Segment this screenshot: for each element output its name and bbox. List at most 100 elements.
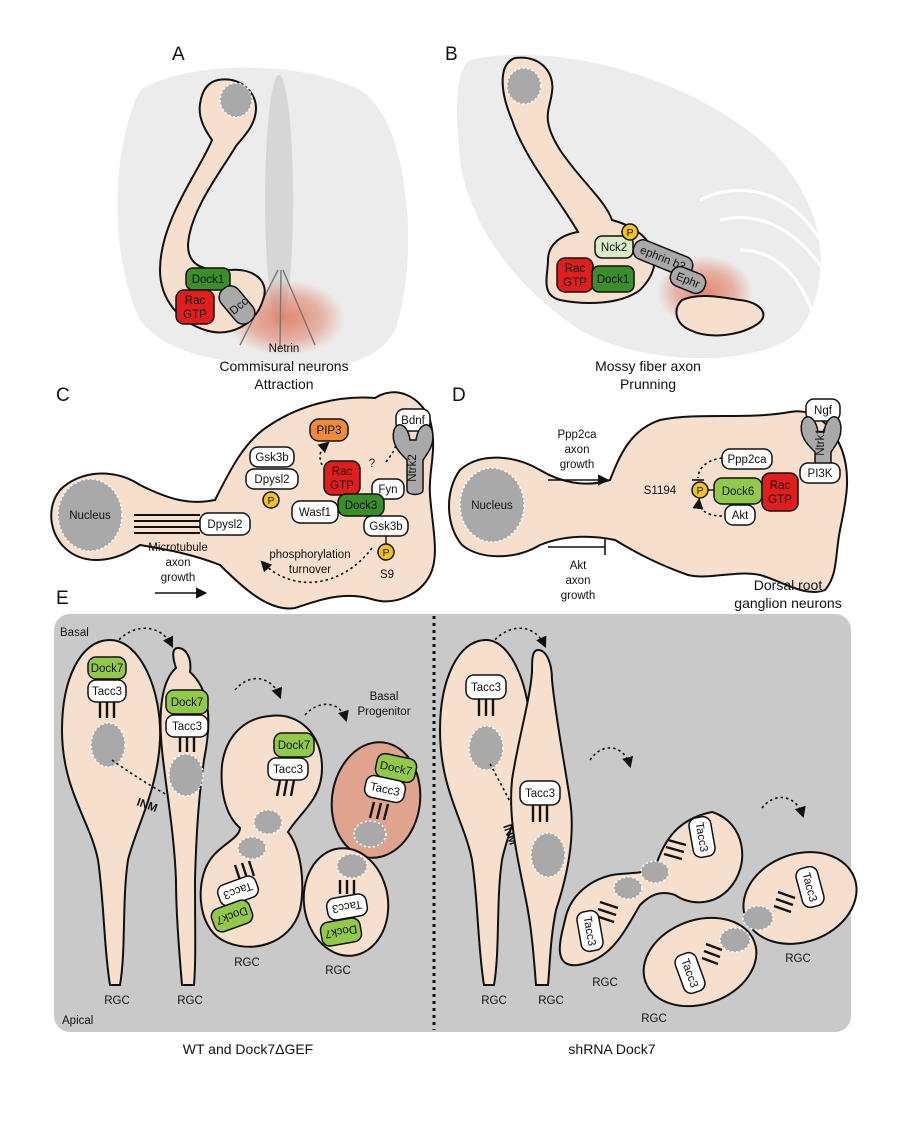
ntrk2-receptor (392, 424, 434, 496)
microtubules-cell3-bottom (233, 860, 256, 881)
progression-arrow-e2 (234, 677, 283, 700)
microtubules-cell2 (178, 737, 196, 752)
pip3-dotted-arrow (317, 441, 330, 466)
phospho-d-label: P (696, 485, 703, 497)
gsk3b-top (249, 446, 295, 468)
axon-growth-c-line2: growth (161, 572, 196, 584)
dock7-cell3-bottom (210, 899, 254, 933)
rgc-label-8: RGC (785, 953, 811, 965)
netrin-label: Netrin (269, 343, 300, 355)
apical-label: Apical (62, 1015, 93, 1027)
tacc3-shrna-5 (795, 865, 825, 909)
shrna-rgc-cell-2 (510, 648, 573, 986)
panel-letter-d: D (452, 385, 466, 406)
dock7-cell2 (165, 689, 209, 715)
akt-growth-line3: growth (561, 590, 596, 602)
phosphorylation-turnover-arrow (260, 547, 373, 584)
microtubules-shrna-2 (531, 805, 549, 822)
panel-c: C Nucleus Microtubule axon growth Dpysl2… (50, 385, 436, 610)
rgc-label-5: RGC (481, 995, 507, 1007)
nck2-label: Nck2 (601, 242, 627, 254)
nucleus-shrna-1 (468, 725, 504, 771)
dock7-cell1-label: Dock7 (91, 663, 124, 675)
basal-label: Basal (60, 627, 89, 639)
rgc-cell-1 (60, 638, 162, 986)
note-c-line1: phosphorylation (269, 549, 350, 561)
microtubules-shrna-3 (663, 838, 687, 861)
white-fibers (699, 188, 832, 321)
rac-gtp-d (761, 472, 799, 512)
commissural-neuron (158, 78, 266, 334)
dock1-b-label: Dock1 (597, 274, 630, 286)
dpysl2-top-label: Dpysl2 (254, 474, 289, 486)
wasf1-label: Wasf1 (299, 507, 331, 519)
nucleus-shrna-2 (530, 832, 566, 878)
rgc-label-9: RGC (641, 1013, 667, 1025)
microtubules-shrna-6 (701, 942, 723, 966)
tacc3-cell2-label: Tacc3 (172, 721, 202, 733)
nucleus-d (459, 467, 525, 543)
ntrk1-receptor (800, 416, 842, 468)
rgc-label-2: RGC (177, 995, 203, 1007)
progression-arrow-e5 (589, 747, 634, 769)
phospho-c-bottom-label: P (382, 547, 389, 559)
dock7-cell5 (319, 917, 363, 947)
neuron-c (50, 391, 436, 610)
tacc3-shrna-4-label: Tacc3 (580, 915, 597, 947)
ppp2ca-growth-line1: Ppp2ca (557, 429, 597, 441)
panel-e: E Basal Apical Basal Progenitor Dock7 Ta… (54, 588, 858, 1057)
nucleus-shrna-3b (613, 876, 643, 900)
panel-letter-a: A (172, 44, 185, 65)
ntrk1-label: Ntrk1 (815, 428, 827, 455)
dpysl2-bottom-label: Dpysl2 (207, 519, 242, 531)
tacc3-cell3-top (267, 757, 309, 781)
tacc3-shrna-2-label: Tacc3 (525, 788, 555, 800)
caption-a-line1: Commisural neurons (219, 358, 348, 374)
tacc3-cell3-top-label: Tacc3 (273, 764, 303, 776)
pip3-box (309, 418, 349, 442)
tacc3-shrna-3 (688, 815, 716, 859)
panel-d: D Nucleus Ppp2ca axon growth Akt axon gr… (448, 385, 849, 611)
nucleus-cell5 (336, 853, 368, 879)
phospho-c-top (262, 491, 280, 509)
microtubules-shrna-5 (773, 890, 796, 914)
nucleus-cell4 (353, 820, 387, 848)
phospho-b (621, 223, 639, 241)
microtubules-cell4 (368, 801, 390, 821)
s9-label: S9 (380, 569, 394, 581)
question-mark: ? (369, 458, 375, 470)
rac-gtp-a (175, 289, 215, 325)
caption-a-line2: Attraction (254, 376, 313, 392)
akt-growth-line1: Akt (570, 560, 587, 572)
caption-d-line2: ganglion neurons (734, 595, 841, 611)
microtubules-cell1 (98, 702, 116, 718)
ngf-box (805, 398, 841, 422)
rgc-label-6: RGC (538, 995, 564, 1007)
rgc-label-7: RGC (592, 977, 618, 989)
s1194-label: S1194 (644, 485, 677, 497)
nucleus-cell3-b (237, 836, 267, 860)
pip3-label: PIP3 (317, 425, 342, 437)
progression-arrow-e1 (111, 627, 174, 649)
rac-d-label: Rac (770, 480, 791, 492)
ppp2ca-growth-line2: axon (565, 444, 590, 456)
tacc3-cell1-label: Tacc3 (92, 686, 122, 698)
gtp-b-label: GTP (563, 277, 587, 289)
nucleus-cell1 (90, 722, 126, 768)
microtubules-shrna-1 (477, 699, 495, 716)
dock7-cell2-label: Dock7 (171, 697, 204, 709)
ppp2ca-label: Ppp2ca (727, 454, 767, 466)
nucleus-cell2 (168, 753, 204, 797)
gtp-d-label: GTP (768, 494, 792, 506)
ntrk2-label: Ntrk2 (407, 454, 419, 481)
nucleus-d-label: Nucleus (471, 500, 513, 512)
ephr-receptor (669, 265, 707, 295)
phospho-b-label: P (626, 227, 633, 239)
tacc3-cell4 (363, 774, 407, 804)
microtubules-cell3-top (275, 779, 296, 797)
tacc3-shrna-4 (576, 909, 604, 953)
target-cell-b (675, 294, 765, 337)
phospho-c-bottom (377, 543, 395, 561)
dpysl2-top (245, 468, 299, 490)
